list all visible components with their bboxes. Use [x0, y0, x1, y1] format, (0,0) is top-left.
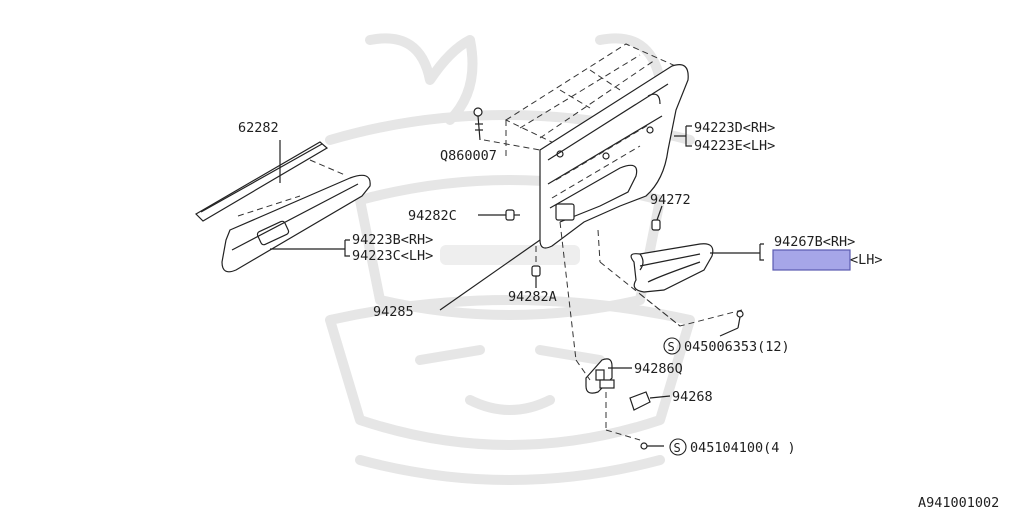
label-94223d[interactable]: 94223D<RH> — [694, 120, 775, 136]
label-94282c[interactable]: 94282C — [408, 208, 457, 224]
label-94268[interactable]: 94268 — [672, 389, 713, 405]
label-94285[interactable]: 94285 — [373, 304, 414, 320]
screw-045006353[interactable] — [736, 310, 744, 329]
label-q860007[interactable]: Q860007 — [440, 148, 497, 164]
highlight-box[interactable] — [772, 249, 851, 271]
moulding-62282[interactable] — [195, 141, 329, 222]
label-94223c[interactable]: 94223C<LH> — [352, 248, 433, 264]
label-94267-lh[interactable]: <LH> — [850, 252, 883, 268]
label-045104100[interactable]: 045104100(4 ) — [690, 440, 796, 456]
clip-94272[interactable] — [651, 219, 661, 231]
armrest-94223b[interactable] — [221, 174, 371, 273]
label-94282a[interactable]: 94282A — [508, 289, 557, 305]
leader-94268 — [649, 395, 671, 399]
label-045006353[interactable]: 045006353(12) — [684, 339, 790, 355]
label-94286q[interactable]: 94286Q — [634, 361, 683, 377]
bracket-94267b — [759, 243, 764, 261]
label-94267b[interactable]: 94267B<RH> — [774, 234, 855, 250]
label-94223e[interactable]: 94223E<LH> — [694, 138, 775, 154]
svg-text:S: S — [674, 441, 681, 455]
leader-045006353 — [719, 327, 739, 337]
diagram-id: A941001002 — [918, 495, 999, 511]
dash-panel-pull — [597, 229, 601, 263]
bracket-94223d — [685, 125, 692, 147]
label-62282[interactable]: 62282 — [238, 120, 279, 136]
inner-handle-94286q[interactable] — [585, 358, 615, 394]
screw-symbol-icon: S — [663, 337, 681, 355]
clip-q860007[interactable] — [473, 107, 483, 141]
dash-panel-handle — [559, 221, 577, 361]
dash-pull-screw — [639, 293, 743, 327]
screw-045104100[interactable] — [640, 442, 664, 450]
label-94223b[interactable]: 94223B<RH> — [352, 232, 433, 248]
dash-handle — [575, 359, 591, 381]
svg-text:S: S — [668, 340, 675, 354]
leader-94272 — [656, 205, 663, 221]
dash-moulding-armrest — [237, 195, 301, 217]
leader-94285 — [439, 239, 541, 311]
samurai-watermark-icon — [325, 33, 695, 485]
pull-handle-94267b[interactable] — [630, 243, 714, 293]
clip-94282c[interactable] — [505, 209, 520, 221]
screw-symbol-icon: S — [669, 438, 687, 456]
door-panel-94223d[interactable] — [539, 64, 689, 249]
label-94272[interactable]: 94272 — [650, 192, 691, 208]
bracket-94223b — [344, 239, 350, 257]
clip-94282a[interactable] — [531, 265, 541, 277]
dash-handle-screw-2 — [605, 429, 641, 441]
dash-moulding-armrest-2 — [309, 159, 346, 176]
cover-94268[interactable] — [629, 391, 651, 411]
